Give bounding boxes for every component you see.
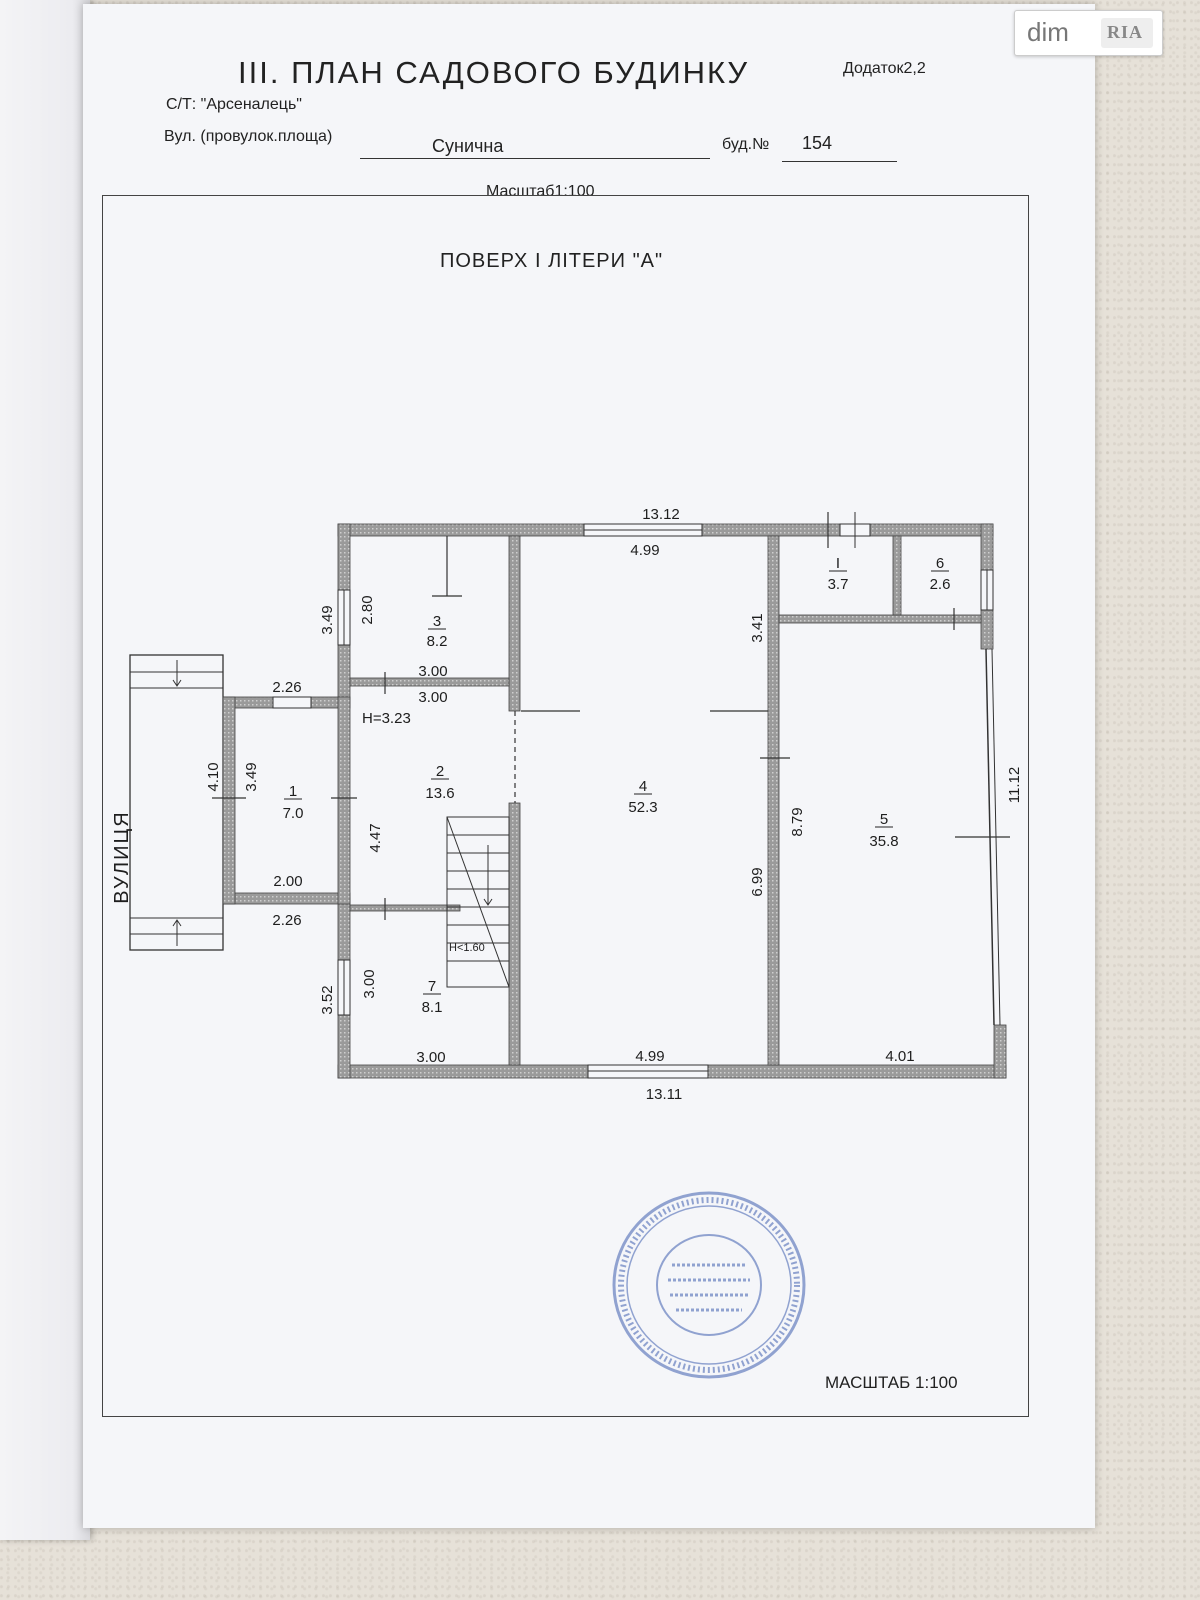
room-num: 6 [936, 555, 944, 572]
dim-room3-bottom-b: 3.00 [418, 689, 447, 706]
room-num: 3 [433, 613, 441, 630]
dim-room4-lower-right: 6.99 [749, 867, 766, 896]
dim-ria-logo: dim RIA [1014, 10, 1163, 56]
room-label-5: 535.8 [869, 811, 898, 850]
floor-title: ПОВЕРХ І ЛІТЕРИ "А" [440, 250, 664, 272]
room-num: 5 [880, 811, 888, 828]
room-area: 13.6 [425, 785, 454, 802]
dim-porch-top: 2.26 [272, 679, 301, 696]
dimensions: 13.12 4.99 4.99 4.01 13.11 3.00 3.00 H=3… [205, 506, 1023, 1103]
door-marks [212, 512, 1010, 920]
logo-badge [1101, 18, 1153, 48]
room-label-4: 452.3 [628, 778, 657, 816]
street-strip [129, 654, 224, 951]
dim-left-lower-inner: 3.00 [361, 969, 378, 998]
previous-page-edge [0, 0, 90, 1540]
dim-height: H=3.23 [362, 710, 411, 727]
street-underline [360, 158, 710, 159]
street-value: Сунична [432, 136, 504, 156]
plan-frame [102, 195, 1029, 1417]
dim-porch-outer-h: 4.10 [205, 762, 222, 791]
openings [272, 512, 1001, 1079]
house-underline [782, 161, 897, 162]
dim-porch-inner-h: 3.49 [243, 762, 260, 791]
room-label-2: 213.6 [425, 763, 454, 802]
room-area: 8.1 [422, 999, 443, 1016]
street-side-label: ВУЛИЦЯ [111, 810, 133, 903]
dim-room4-top: 4.99 [630, 542, 659, 559]
dim-room4-upper-right: 3.41 [749, 613, 766, 642]
room-label-6: 62.6 [930, 555, 951, 593]
dim-room7-bottom: 3.00 [416, 1049, 445, 1066]
logo-text-ria: RIA [1107, 22, 1144, 42]
dim-left-lower-outer: 3.52 [319, 985, 336, 1014]
dim-right-total: 11.12 [1006, 767, 1023, 803]
room-label-7: 78.1 [422, 978, 443, 1016]
room-area: 35.8 [869, 833, 898, 850]
room-area: 3.7 [828, 576, 849, 593]
dim-room5-left: 8.79 [789, 807, 806, 836]
scale-bottom: МАСШТАБ 1:100 [825, 1373, 958, 1392]
staircase [446, 816, 510, 988]
dim-room3-bottom-a: 3.00 [418, 663, 447, 680]
room-area: 2.6 [930, 576, 951, 593]
street-label: Вул. (провулок.площа) [164, 128, 333, 145]
room-label-3: 38.2 [427, 613, 448, 650]
dim-porch-bottom-outer: 2.26 [272, 912, 301, 929]
logo-text-dim: dim [1027, 17, 1069, 47]
dim-left-upper-outer: 3.49 [319, 605, 336, 634]
dim-porch-bottom-inner: 2.00 [273, 873, 302, 890]
dim-room4-bottom: 4.99 [635, 1048, 664, 1065]
dim-hall-h: 4.47 [367, 823, 384, 852]
room-num: 2 [436, 763, 444, 780]
dim-top-total: 13.12 [642, 506, 680, 523]
room-num: I [836, 555, 840, 572]
room-num: 1 [289, 783, 297, 800]
dim-left-upper-inner: 2.80 [359, 595, 376, 624]
document-sheet [83, 4, 1095, 1528]
house-label: буд.№ [722, 136, 770, 153]
official-stamp [612, 1191, 806, 1379]
room-num: 7 [428, 978, 436, 995]
cooperative-name: С/Т: "Арсеналець" [166, 96, 302, 113]
dim-stair-h: H<1.60 [449, 942, 485, 954]
appendix-label: Додаток2,2 [843, 60, 926, 77]
room-num: 4 [639, 778, 647, 795]
room-area: 7.0 [283, 805, 304, 822]
room-area: 52.3 [628, 799, 657, 816]
room-label-1: 17.0 [283, 783, 304, 822]
page-title: ІІІ. ПЛАН САДОВОГО БУДИНКУ [238, 55, 750, 90]
house-number: 154 [802, 133, 833, 153]
dim-room5-bottom: 4.01 [885, 1048, 914, 1065]
room-label-I: I 3.7 [828, 555, 849, 593]
dim-bottom-total: 13.11 [646, 1086, 682, 1103]
room-area: 8.2 [427, 633, 448, 650]
